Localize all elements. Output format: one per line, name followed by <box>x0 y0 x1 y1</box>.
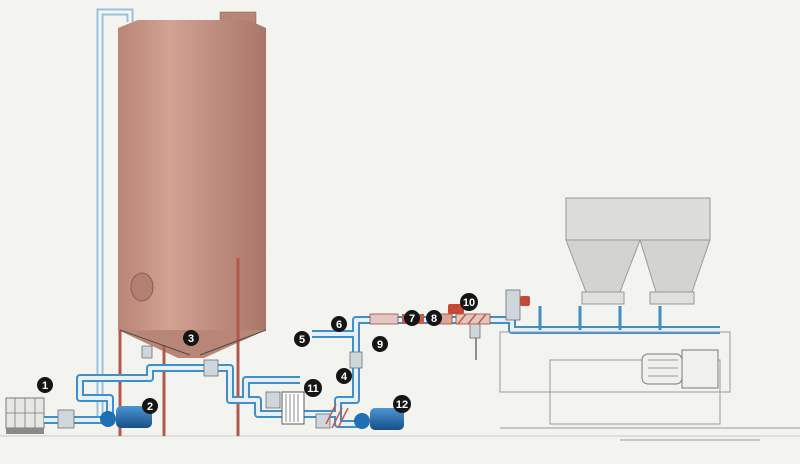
storage-silo <box>118 11 266 358</box>
pump-1 <box>100 406 152 428</box>
svg-text:8: 8 <box>431 313 437 325</box>
silo-body <box>118 20 266 330</box>
marker-4: 4 <box>336 368 352 384</box>
marker-12: 12 <box>393 395 411 413</box>
svg-text:11: 11 <box>307 383 319 395</box>
machine-frame <box>499 331 731 393</box>
filling-machine <box>499 197 800 441</box>
svg-text:5: 5 <box>299 334 305 346</box>
hopper-right <box>639 239 711 293</box>
svg-text:6: 6 <box>336 319 342 331</box>
svg-text:4: 4 <box>341 371 348 383</box>
inline-valves <box>57 321 481 429</box>
marker-7: 7 <box>404 310 420 326</box>
marker-5: 5 <box>294 331 310 347</box>
svg-text:10: 10 <box>463 297 475 309</box>
marker-3: 3 <box>183 330 199 346</box>
marker-2: 2 <box>142 398 158 414</box>
marker-6: 6 <box>331 316 347 332</box>
filler-motor <box>641 353 683 385</box>
svg-text:1: 1 <box>42 380 48 392</box>
actuator-valve <box>448 304 464 314</box>
marker-8: 8 <box>426 310 442 326</box>
marker-9: 9 <box>372 336 388 352</box>
svg-text:2: 2 <box>147 401 153 413</box>
process-piping <box>44 316 720 428</box>
svg-text:3: 3 <box>188 333 194 345</box>
svg-text:12: 12 <box>396 399 408 411</box>
marker-1: 1 <box>37 377 53 393</box>
svg-text:9: 9 <box>377 339 383 351</box>
svg-text:7: 7 <box>409 313 415 325</box>
marker-11: 11 <box>304 379 322 397</box>
ibc-container <box>5 397 45 434</box>
marker-10: 10 <box>460 293 478 311</box>
hopper-left <box>565 239 641 293</box>
silo-manhole <box>130 272 154 302</box>
callout-markers: 1 2 3 4 5 6 7 8 9 10 11 12 <box>37 293 478 414</box>
pump-2 <box>354 408 404 430</box>
plate-heat-exchanger <box>281 391 305 425</box>
hopper-top <box>565 197 711 241</box>
